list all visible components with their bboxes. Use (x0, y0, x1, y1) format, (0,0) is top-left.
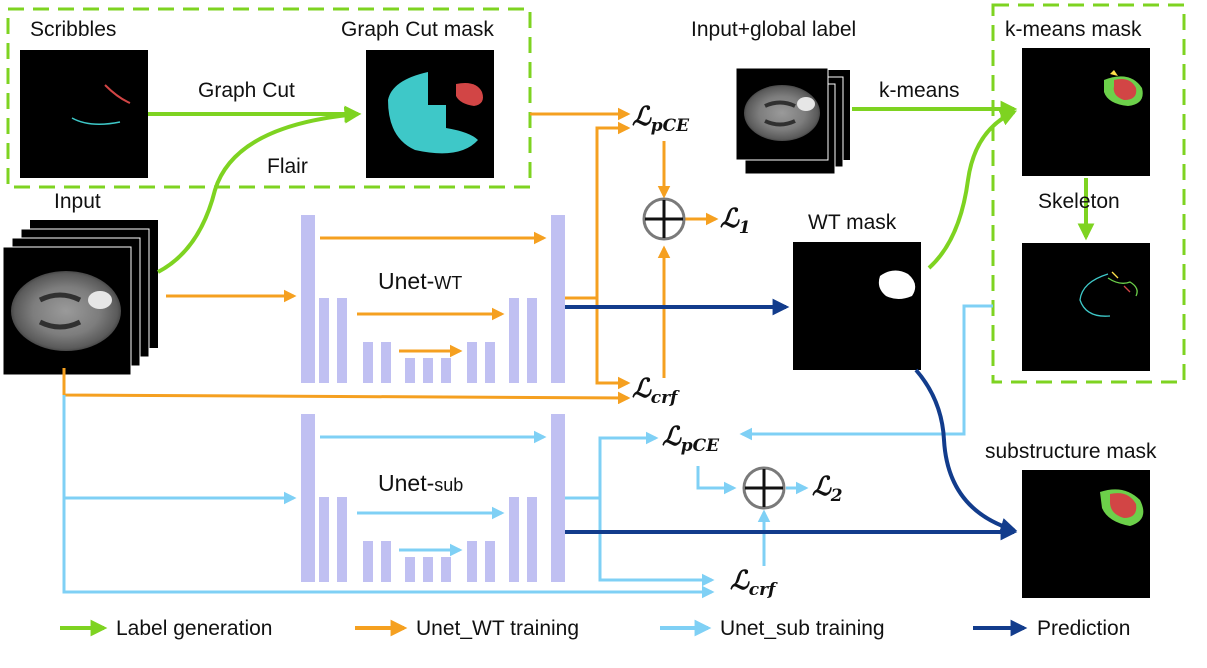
substructure-mask-image (1022, 470, 1150, 598)
wt-mask-image (793, 242, 921, 370)
loss-l1: ℒ1 (720, 204, 751, 239)
loss-crf-bottom: ℒcrf (730, 566, 776, 601)
legend-label-generation: Label generation (116, 617, 273, 640)
unet-sub-label: Unet-sub (378, 470, 464, 496)
loss-crf-top: ℒcrf (632, 374, 678, 409)
kmeans-mask-label: k-means mask (1005, 18, 1142, 41)
label-generation-arrows (148, 100, 1095, 274)
legend-unet-sub-training: Unet_sub training (720, 617, 885, 640)
kmeans-mask-image (1022, 48, 1150, 176)
unet-sub-network (301, 414, 565, 582)
legend-prediction: Prediction (1037, 617, 1131, 640)
substructure-mask-label: substructure mask (985, 440, 1157, 463)
input-global-label-label: Input+global label (691, 18, 857, 41)
input-label: Input (54, 190, 101, 213)
unet-wt-label: Unet-WT (378, 268, 463, 294)
scribbles-label: Scribbles (30, 18, 117, 41)
graph-cut-mask-label: Graph Cut mask (341, 18, 494, 41)
legend-unet-wt-training: Unet_WT training (416, 617, 580, 640)
prediction-arrows (565, 298, 1018, 541)
loss-pce-bottom: ℒpCE (662, 422, 720, 457)
loss-pce-top: ℒpCE (632, 102, 690, 137)
skeleton-label: Skeleton (1038, 190, 1120, 213)
kmeans-label: k-means (879, 79, 960, 102)
label-generation-box-right (991, 3, 1186, 384)
unet-wt-network (301, 215, 565, 383)
scribbles-image (20, 50, 148, 178)
unet-sub-training-arrows (62, 304, 993, 599)
graph-cut-mask-image (366, 50, 494, 178)
graph-cut-label: Graph Cut (198, 79, 295, 102)
flair-label: Flair (267, 155, 308, 178)
sum-node-2 (742, 466, 786, 510)
label-generation-box-top-left (6, 7, 532, 189)
loss-l2: ℒ2 (812, 472, 843, 507)
input-image-stack (2, 220, 158, 376)
wt-mask-label: WT mask (808, 211, 897, 234)
input-global-label-stack (735, 67, 850, 175)
skeleton-image (1022, 243, 1150, 371)
sum-node-1 (642, 197, 686, 241)
